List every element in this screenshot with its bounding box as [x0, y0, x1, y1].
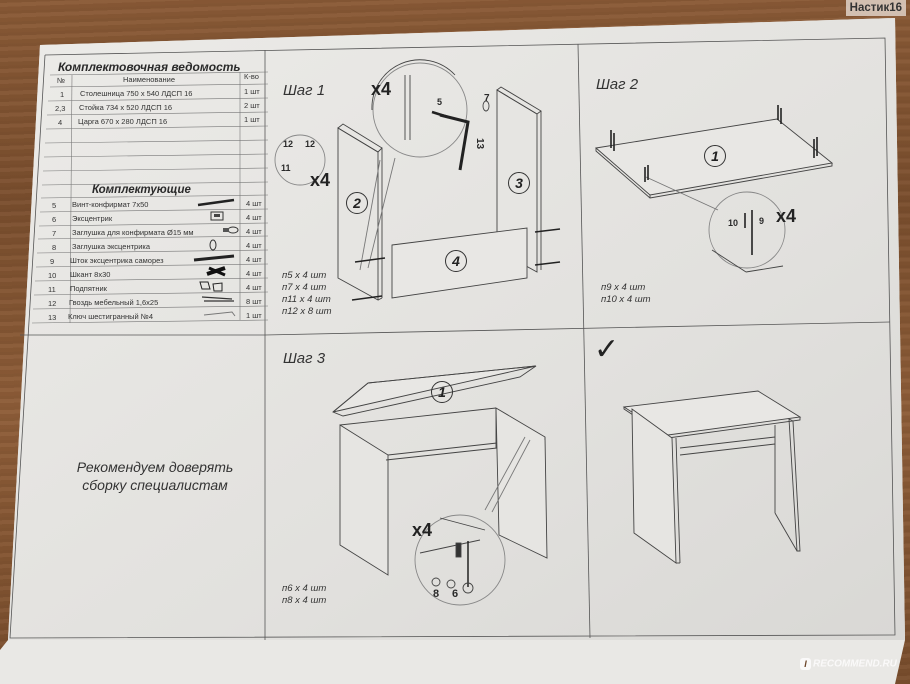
parts-line: п5 х 4 шт — [282, 270, 327, 281]
cap-icon — [223, 226, 239, 234]
author-badge: Настик16 — [845, 0, 906, 16]
hardware-row-qty: 1 шт — [246, 311, 262, 320]
recommendation-line-1: Рекомендуем доверять — [76, 459, 234, 475]
step-3-multiplier: x4 — [412, 520, 433, 540]
parts-line: п11 х 4 шт — [282, 294, 331, 305]
hardware-row-num: 5 — [52, 201, 57, 210]
parts-line: п7 х 4 шт — [282, 282, 327, 293]
step-2-title: Шаг 2 — [596, 76, 639, 93]
spec-row-name: Царга 670 х 280 ЛДСП 16 — [78, 117, 168, 126]
part-label-10: 10 — [728, 218, 739, 228]
part-label-8: 8 — [433, 588, 440, 600]
hardware-row-num: 11 — [48, 285, 56, 294]
panel-label-1: 1 — [704, 145, 726, 167]
parts-line: п8 х 4 шт — [282, 595, 327, 606]
part-label-12a: 12 — [283, 139, 294, 149]
screw-icon — [197, 198, 235, 207]
hardware-row-qty: 4 шт — [246, 213, 262, 222]
hardware-row-name: Ключ шестигранный №4 — [68, 312, 154, 321]
spec-row-num: 2,3 — [55, 104, 66, 113]
recommendation-text: Рекомендуем доверять сборку специалистам — [50, 458, 260, 494]
spec-header-qty: К-во — [244, 72, 259, 81]
hardware-row-name: Гвоздь мебельный 1,6х25 — [69, 298, 159, 307]
eccentric-icon — [210, 211, 224, 221]
parts-line: п12 х 8 шт — [282, 306, 332, 317]
spec-row-qty: 2 шт — [244, 101, 260, 110]
hardware-row-name: Заглушка для конфирмата Ø15 мм — [72, 228, 194, 237]
hardware-row-num: 8 — [52, 243, 57, 252]
hardware-row-num: 6 — [52, 215, 57, 224]
hardware-row-num: 7 — [52, 229, 57, 238]
spec-row-num: 4 — [58, 118, 63, 127]
step-3-title: Шаг 3 — [283, 350, 326, 367]
hardware-row-name: Заглушка эксцентрика — [72, 242, 150, 251]
hardware-row-name: Шкант 8х30 — [70, 270, 111, 279]
recommend-logo-icon: I — [800, 658, 811, 670]
hardware-row-num: 10 — [48, 271, 57, 280]
hardware-row-qty: 4 шт — [246, 283, 262, 292]
hardware-row-num: 13 — [48, 313, 57, 322]
step-2-parts-list: п9 х 4 шт п10 х 4 шт — [601, 282, 651, 306]
parts-line: п9 х 4 шт — [601, 282, 646, 293]
watermark-text: RECOMMEND.RU — [813, 658, 897, 670]
panel-label-3: 3 — [508, 172, 530, 194]
part-label-6: 6 — [452, 588, 459, 600]
hardware-row-qty: 4 шт — [246, 227, 262, 236]
part-label-11: 11 — [281, 163, 291, 173]
part-label-12b: 12 — [305, 139, 316, 149]
hardware-row-name: Эксцентрик — [72, 214, 113, 223]
step-2-multiplier: x4 — [776, 206, 797, 226]
spec-header-num: № — [57, 76, 66, 85]
step-1-title: Шаг 1 — [283, 82, 326, 99]
hardware-row-name: Винт-конфирмат 7х50 — [72, 200, 149, 209]
part-label-13: 13 — [474, 137, 486, 150]
step-1-multiplier-glide: x4 — [310, 170, 331, 190]
hardware-row-num: 12 — [48, 299, 57, 308]
step-1-multiplier-detail: x4 — [371, 79, 392, 99]
hardware-row-qty: 4 шт — [246, 199, 262, 208]
spec-row-name: Столешница 750 х 540 ЛДСП 16 — [80, 89, 193, 98]
spec-table-title: Комплектовочная ведомость — [58, 60, 241, 74]
dowel-icon — [206, 266, 226, 277]
hardware-row-qty: 4 шт — [246, 241, 262, 250]
parts-line: п10 х 4 шт — [601, 294, 651, 305]
step-3-parts-list: п6 х 4 шт п8 х 4 шт — [282, 583, 326, 607]
spec-row-name: Стойка 734 х 520 ЛДСП 16 — [79, 103, 173, 112]
part-label-5: 5 — [437, 97, 443, 107]
panel-label-4: 4 — [445, 250, 467, 272]
spec-row-qty: 1 шт — [244, 115, 260, 124]
part-label-7: 7 — [484, 93, 490, 104]
nail-icon — [201, 296, 234, 302]
hardware-row-name: Шток эксцентрика саморез — [70, 256, 164, 265]
recommendation-line-2: сборку специалистам — [82, 477, 228, 493]
hardware-row-num: 9 — [50, 257, 55, 266]
glide-icon — [199, 281, 223, 292]
hardware-row-qty: 8 шт — [246, 297, 262, 306]
step-1-parts-list: п5 х 4 шт п7 х 4 шт п11 х 4 шт п12 х 8 ш… — [282, 270, 332, 318]
hardware-row-name: Подпятник — [70, 284, 107, 293]
checkmark-icon: ✓ — [594, 333, 620, 366]
panel-label-2: 2 — [346, 192, 368, 214]
panel-label-1: 1 — [431, 381, 453, 403]
hardware-table-title: Комплектующие — [92, 184, 191, 196]
hardware-row-qty: 4 шт — [246, 255, 262, 264]
eccentric-cap-icon — [209, 239, 217, 251]
spec-row-num: 1 — [60, 90, 65, 99]
parts-line: п6 х 4 шт — [282, 583, 327, 594]
spec-header-name: Наименование — [123, 75, 175, 84]
rod-icon — [193, 254, 235, 262]
spec-row-qty: 1 шт — [244, 87, 260, 96]
part-label-9: 9 — [759, 216, 765, 226]
hex-key-icon — [203, 311, 236, 317]
hardware-row-qty: 4 шт — [246, 269, 262, 278]
